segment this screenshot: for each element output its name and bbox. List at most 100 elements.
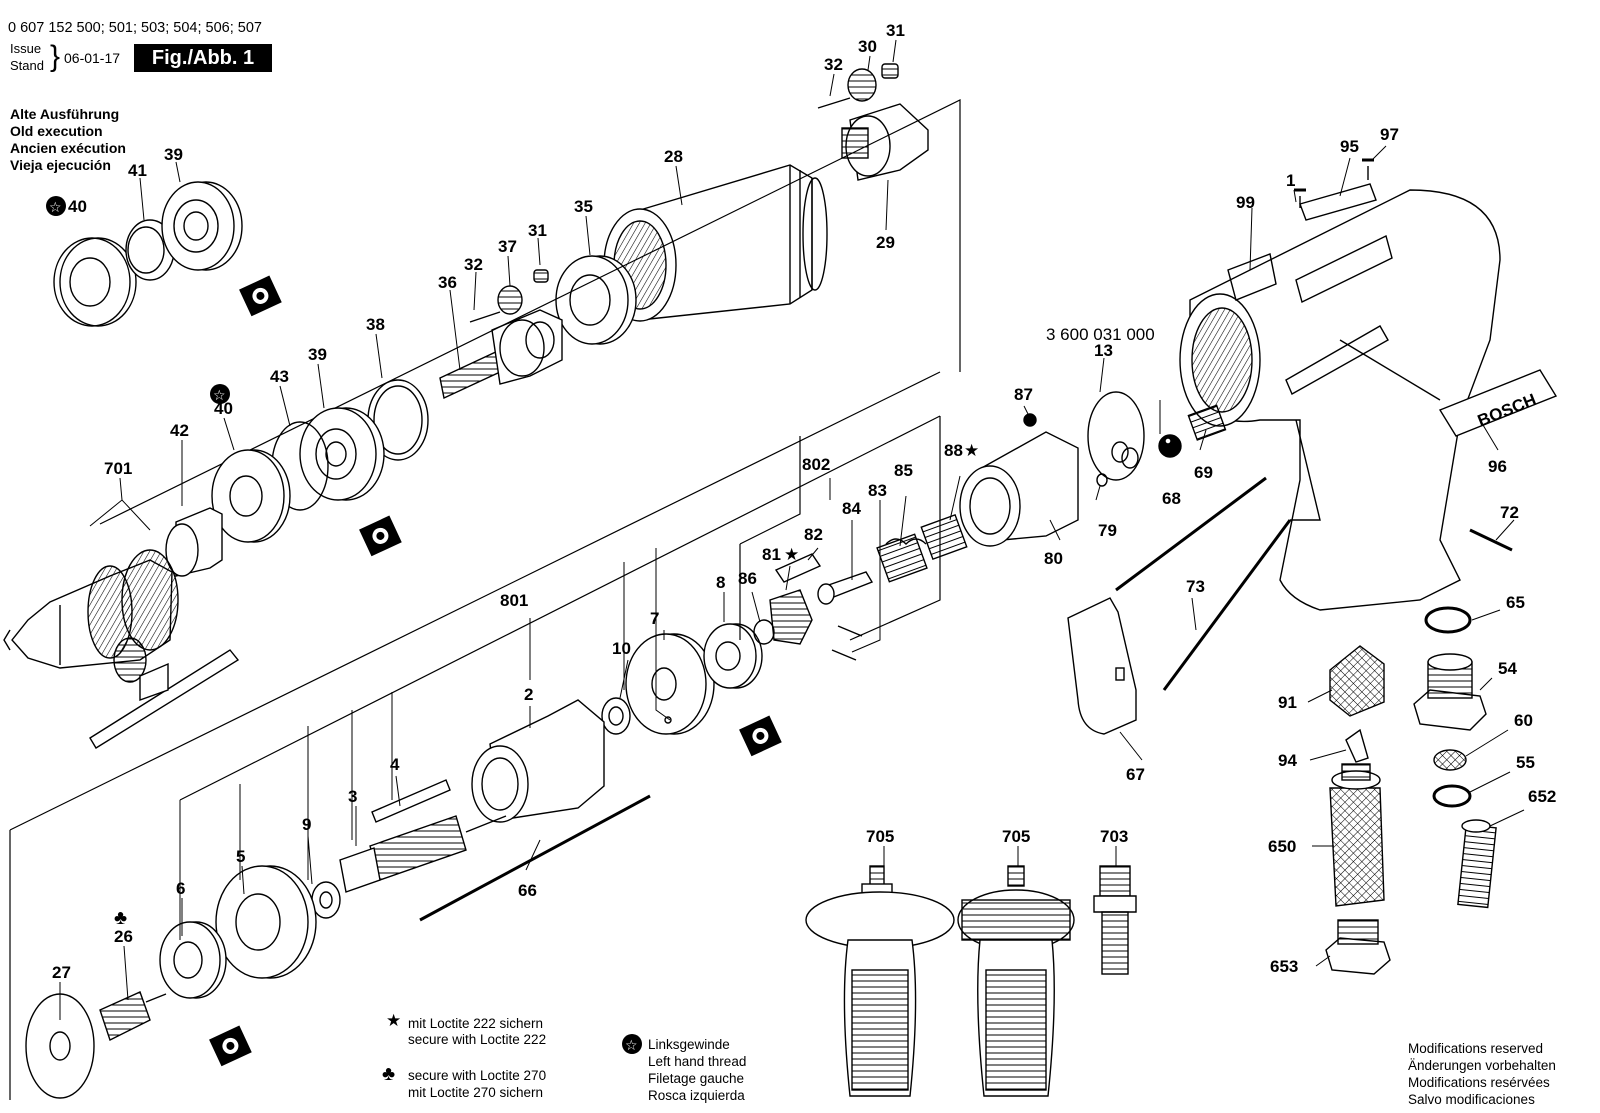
callout-66: 66 xyxy=(518,881,537,900)
callout-705-b: 705 xyxy=(1002,827,1030,846)
part-705-side-handle-a xyxy=(805,865,955,1097)
leader-lines xyxy=(59,39,1525,1020)
callout-43: 43 xyxy=(270,367,289,386)
callout-69: 69 xyxy=(1194,463,1213,482)
part-652-hose-fitting xyxy=(1457,819,1497,909)
callout-31: 31 xyxy=(528,221,547,240)
part-95-plate xyxy=(1299,183,1377,221)
callout-91: 91 xyxy=(1278,693,1297,712)
part-54-inlet-nipple xyxy=(1413,653,1487,731)
old-execution-fr: Ancien exécution xyxy=(10,140,126,156)
callout-42: 42 xyxy=(170,421,189,440)
part-13-plate xyxy=(1087,391,1145,481)
callout-1: 1 xyxy=(1286,171,1295,190)
callout-86: 86 xyxy=(738,569,757,588)
callout-3: 3 xyxy=(348,787,357,806)
callout-705-a: 705 xyxy=(866,827,894,846)
part-99-label-plate xyxy=(1227,253,1277,301)
callout-6: 6 xyxy=(176,879,185,898)
callout-35: 35 xyxy=(574,197,593,216)
old-execution-de: Alte Ausführung xyxy=(10,106,120,122)
part-4-vane xyxy=(371,779,451,823)
stand-label: Stand xyxy=(10,58,44,73)
callout-32: 32 xyxy=(464,255,483,274)
callout-26: 26 xyxy=(114,927,133,946)
club-legend: ♣ xyxy=(382,1063,395,1085)
callout-4: 4 xyxy=(390,755,400,774)
callout-650: 650 xyxy=(1268,837,1296,856)
left-thread-fr: Filetage gauche xyxy=(648,1071,745,1086)
part-60-strainer xyxy=(1433,749,1467,771)
callout-29: 29 xyxy=(876,233,895,252)
legend-loctite-222-de: mit Loctite 222 sichern xyxy=(408,1016,544,1031)
callout-65: 65 xyxy=(1506,593,1525,612)
star-88: ★ xyxy=(964,441,979,460)
club-26: ♣ xyxy=(114,907,127,929)
callout-84: 84 xyxy=(842,499,861,518)
part-703-threaded-adapter xyxy=(1093,865,1137,975)
callout-99: 99 xyxy=(1236,193,1255,212)
callout-94: 94 xyxy=(1278,751,1297,770)
part-650-silencer xyxy=(1329,763,1385,907)
callout-8: 8 xyxy=(716,573,725,592)
part-7-end-plate xyxy=(625,633,715,735)
part-79-o-ring xyxy=(1096,473,1108,487)
brace: } xyxy=(50,40,61,73)
callout-701: 701 xyxy=(104,459,132,478)
callout-83: 83 xyxy=(868,481,887,500)
callout-41: 41 xyxy=(128,161,147,180)
part-84-plunger xyxy=(817,571,874,605)
callout-60: 60 xyxy=(1514,711,1533,730)
legend-loctite-222-en: secure with Loctite 222 xyxy=(408,1032,547,1047)
part-72-pin xyxy=(1469,528,1513,552)
callout-13: 13 xyxy=(1094,341,1113,360)
old-execution-note: Alte Ausführung Old execution Ancien exé… xyxy=(10,106,126,174)
star-81: ★ xyxy=(784,545,799,564)
assembly-bracket-main xyxy=(9,371,941,831)
part-40-nut xyxy=(211,449,291,543)
part-8-bearing xyxy=(703,623,763,689)
part-36-rotor-shaft-end xyxy=(439,309,563,400)
assembly-bracket-mid xyxy=(179,415,941,801)
old-execution-en: Old execution xyxy=(10,123,103,139)
callout-67: 67 xyxy=(1126,765,1145,784)
callout-85: 85 xyxy=(894,461,913,480)
part-39-old-bearing xyxy=(161,181,243,271)
part-32-pin xyxy=(469,311,501,323)
callout-73: 73 xyxy=(1186,577,1205,596)
callout-30: 30 xyxy=(858,37,877,56)
callout-numbers: 31 30 32 29 28 39 41 40 35 31 37 32 36 3… xyxy=(52,21,1556,982)
callout-27: 27 xyxy=(52,963,71,982)
part-73-rod-b xyxy=(1162,519,1292,691)
callout-703: 703 xyxy=(1100,827,1128,846)
callout-97: 97 xyxy=(1380,125,1399,144)
callout-801: 801 xyxy=(500,591,528,610)
part-66-rod xyxy=(419,794,651,922)
issue-label: Issue xyxy=(10,41,42,56)
callout-96: 96 xyxy=(1488,457,1507,476)
part-87-ball xyxy=(1023,413,1037,427)
callout-38: 38 xyxy=(366,315,385,334)
part-3-rotor xyxy=(339,815,507,893)
callout-72: 72 xyxy=(1500,503,1519,522)
assembly-number: 3 600 031 000 xyxy=(1046,325,1155,344)
callout-88: 88 xyxy=(944,441,963,460)
part-653-plug xyxy=(1325,919,1391,975)
part-86-washer xyxy=(753,619,775,645)
issue-date: 06-01-17 xyxy=(64,50,121,66)
part-67-trigger xyxy=(1067,597,1137,735)
part-69-spring xyxy=(1187,404,1227,441)
assembly-bracket-802 xyxy=(739,436,801,545)
part-29-planet-carrier xyxy=(841,103,929,181)
part-88-spring xyxy=(920,513,968,561)
left-thread-es: Rosca izquierda xyxy=(648,1088,745,1103)
part-42-spindle-nut xyxy=(165,507,223,577)
part-85-spring xyxy=(876,533,928,583)
callout-7: 7 xyxy=(650,609,659,628)
part-35-bearing xyxy=(555,255,637,345)
part-705-side-handle-b xyxy=(957,865,1075,1097)
part-39-bearing xyxy=(299,407,385,501)
callout-10: 10 xyxy=(612,639,631,658)
part-37-gear xyxy=(497,285,523,315)
part-40-old-nut xyxy=(53,237,137,327)
